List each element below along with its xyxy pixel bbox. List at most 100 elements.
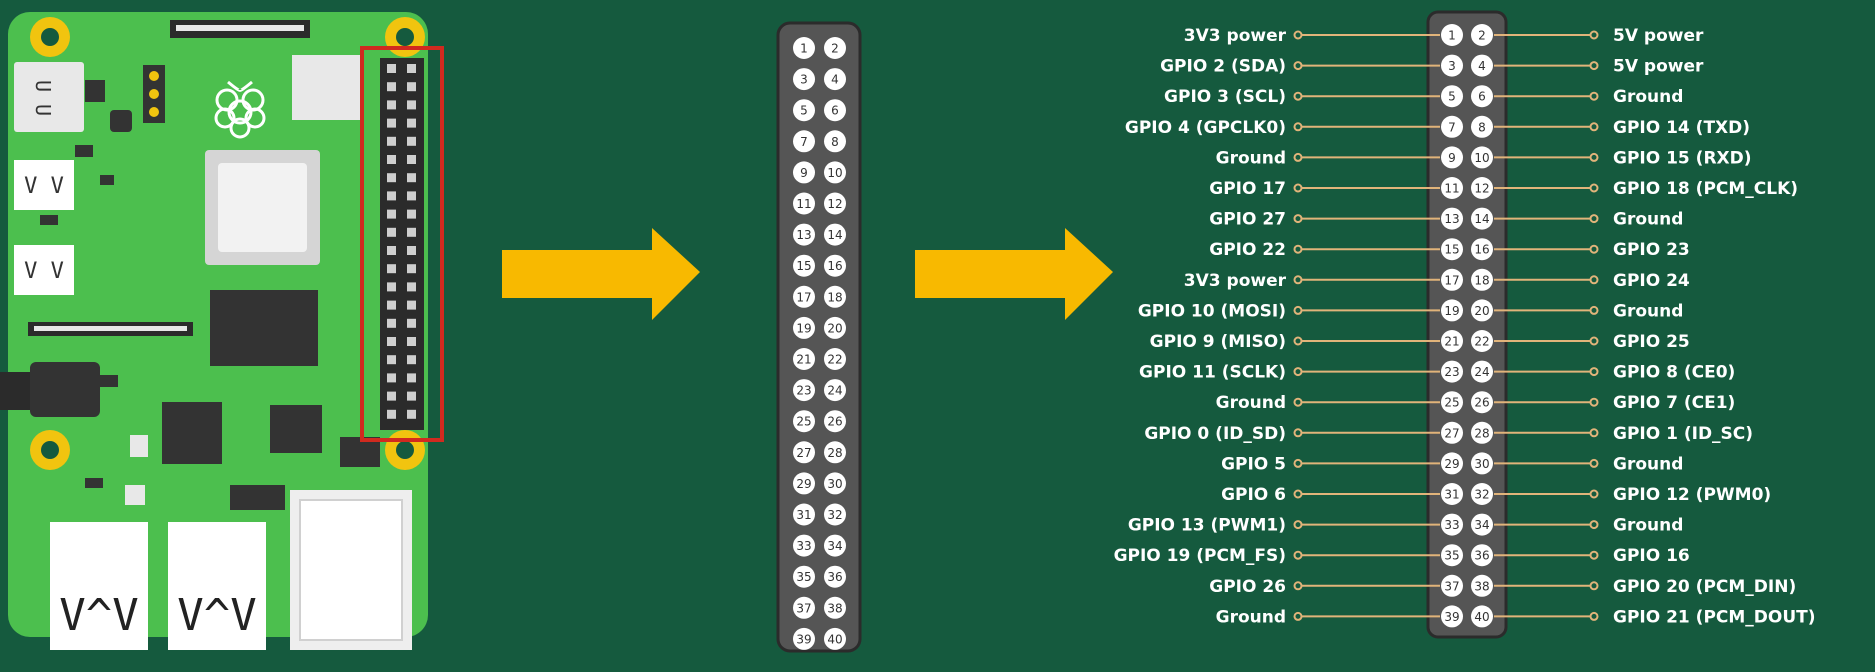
- pin-number: 5: [800, 104, 808, 118]
- pin-number: 12: [827, 197, 842, 211]
- pin-label-right: GPIO 7 (CE1): [1613, 393, 1735, 413]
- pin-label-right: GPIO 20 (PCM_DIN): [1613, 577, 1796, 597]
- board-header-pin: [387, 191, 396, 201]
- pin-25: 25: [793, 410, 815, 433]
- wire-end-dot: [1293, 214, 1303, 224]
- pin-number: 12: [1474, 182, 1489, 196]
- pin-6: 6: [1471, 85, 1493, 108]
- pin-35: 35: [1441, 544, 1463, 567]
- pin-number: 6: [1478, 90, 1486, 104]
- board-header-pin: [407, 409, 416, 419]
- wire-end-dot: [1589, 122, 1599, 132]
- board-header-pin: [387, 409, 396, 419]
- wire-end-dot: [1293, 244, 1303, 254]
- board-header-pin: [407, 355, 416, 365]
- micro-hdmi-2-label: V V: [24, 259, 64, 284]
- pin-8: 8: [824, 130, 846, 153]
- pin-label-right: GPIO 18 (PCM_CLK): [1613, 179, 1798, 199]
- usb-port-1-label: V^V: [59, 590, 138, 641]
- pin-number: 10: [1474, 151, 1489, 165]
- board-header-pin: [387, 118, 396, 128]
- pin-2: 2: [824, 37, 846, 59]
- pin-label-right: GPIO 14 (TXD): [1613, 118, 1750, 138]
- audio-jack-body: [30, 362, 100, 417]
- pin-number: 13: [1444, 212, 1459, 226]
- pin-number: 36: [827, 570, 842, 584]
- pin-label-left: GPIO 13 (PWM1): [1128, 516, 1286, 536]
- pin-8: 8: [1471, 115, 1493, 138]
- board-header-pin: [407, 246, 416, 255]
- wire-end-dot: [1293, 61, 1303, 71]
- pin-5: 5: [793, 99, 815, 122]
- board-header-pin: [407, 318, 416, 328]
- wire-end-dot: [1293, 275, 1303, 285]
- pin-12: 12: [1471, 177, 1493, 199]
- pin-22: 22: [1471, 330, 1493, 352]
- pin-number: 30: [827, 477, 842, 491]
- pin-number: 17: [796, 290, 811, 304]
- pin-label-right: GPIO 25: [1613, 332, 1690, 352]
- pin-number: 33: [1444, 518, 1459, 532]
- pin-30: 30: [824, 472, 846, 495]
- board-header-pin: [407, 100, 416, 110]
- board-header-pin: [407, 191, 416, 201]
- board-header-pin: [407, 136, 416, 146]
- pin-number: 30: [1474, 457, 1489, 471]
- pin-1: 1: [1441, 24, 1463, 46]
- pin-16: 16: [824, 254, 846, 277]
- pin-7: 7: [793, 130, 815, 153]
- mounting-hole: [385, 17, 425, 57]
- ram-chip: [210, 290, 318, 366]
- board-header-pin: [407, 337, 416, 346]
- pin-number: 1: [1448, 29, 1456, 43]
- pin-24: 24: [1471, 360, 1493, 383]
- pin-number: 18: [827, 290, 842, 304]
- board-header-pin: [407, 391, 416, 401]
- wire-end-dot: [1589, 611, 1599, 621]
- pin-17: 17: [793, 285, 815, 308]
- board-header-pin: [407, 209, 416, 219]
- pin-13: 13: [793, 223, 815, 246]
- pin-26: 26: [824, 410, 846, 433]
- board-header-pin: [407, 373, 416, 383]
- pin-26: 26: [1471, 391, 1493, 414]
- component: [85, 80, 105, 102]
- wire-end-dot: [1589, 275, 1599, 285]
- pin-37: 37: [1441, 574, 1463, 597]
- pin-label-left: GPIO 11 (SCLK): [1139, 363, 1286, 383]
- wire-end-dot: [1293, 520, 1303, 530]
- usb-port-1: [50, 522, 148, 650]
- pin-label-left: GPIO 19 (PCM_FS): [1114, 546, 1286, 566]
- pin-38: 38: [1471, 574, 1493, 597]
- pin-38: 38: [824, 596, 846, 619]
- pin-number: 4: [1478, 59, 1486, 73]
- pin-label-right: GPIO 16: [1613, 546, 1690, 566]
- wire-end-dot: [1293, 30, 1303, 40]
- pin-number: 9: [1448, 151, 1456, 165]
- pin-number: 35: [796, 570, 811, 584]
- pin-number: 29: [796, 477, 811, 491]
- pin-number: 1: [800, 42, 808, 56]
- pin-5: 5: [1441, 85, 1463, 108]
- pin-label-right: GPIO 8 (CE0): [1613, 363, 1735, 383]
- ethernet-chip: [270, 405, 322, 453]
- pin-label-left: GPIO 17: [1209, 179, 1286, 199]
- board-header-pin: [407, 227, 416, 237]
- pin-label-left: GPIO 6: [1221, 485, 1286, 505]
- pin-number: 29: [1444, 457, 1459, 471]
- pin-label-left: GPIO 26: [1209, 577, 1286, 597]
- board-gpio-header: [380, 58, 424, 430]
- pin-22: 22: [824, 348, 846, 370]
- pin-number: 23: [796, 384, 811, 398]
- component: [100, 175, 114, 185]
- wire-end-dot: [1293, 336, 1303, 346]
- display-connector-slot: [176, 25, 304, 31]
- pin-20: 20: [824, 316, 846, 339]
- pin-number: 3: [800, 73, 808, 87]
- mounting-hole: [30, 430, 70, 470]
- pin-33: 33: [793, 534, 815, 557]
- board-header-pin: [387, 282, 396, 292]
- pin-number: 36: [1474, 549, 1489, 563]
- pin-number: 5: [1448, 90, 1456, 104]
- pin-number: 10: [827, 166, 842, 180]
